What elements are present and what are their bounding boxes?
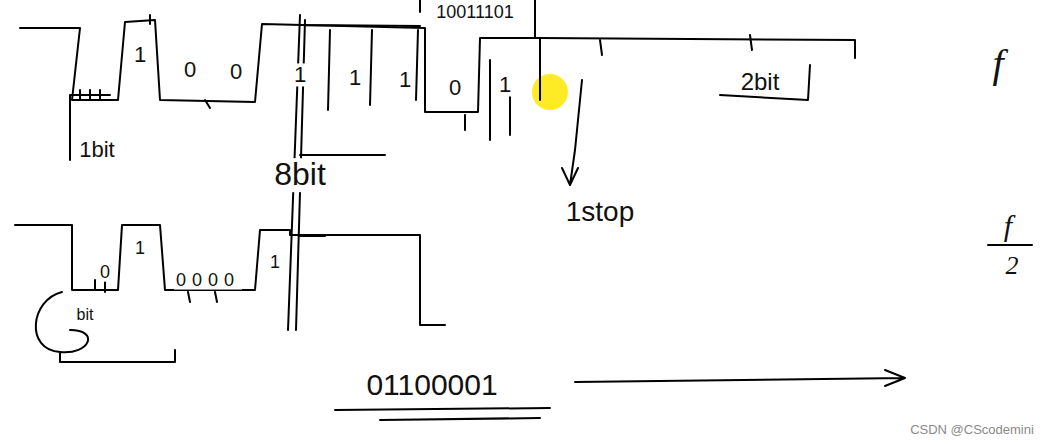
width-label: 1bit (77, 138, 116, 161)
underline (335, 408, 550, 420)
bit-bracket (36, 292, 175, 362)
byte-value: 01100001 (364, 369, 499, 401)
frequency-label: 2 (1004, 252, 1021, 279)
bit-value: 0000 (174, 271, 242, 290)
frequency-label: f (1002, 210, 1014, 242)
bottom-waveform (15, 225, 445, 325)
width-label: bit (75, 307, 96, 324)
stop-arrow (562, 35, 752, 185)
cursor-highlight (532, 74, 568, 110)
top-waveform (20, 20, 855, 112)
eight-bit-overline (300, 154, 385, 156)
bit-value: 0 (447, 76, 463, 99)
byte-value: 10011101 (434, 3, 515, 22)
bit-value: 1 (133, 239, 147, 258)
two-bit-bracket (720, 65, 810, 100)
fraction-bar (988, 244, 1032, 246)
bit-value: 0 (228, 60, 244, 83)
frequency-label: f (990, 43, 1005, 85)
bit-value: 1 (497, 73, 513, 96)
bit-value: 1 (268, 253, 282, 272)
bit-value: 1 (397, 68, 413, 91)
bottom-ticks (95, 236, 325, 302)
bit-value: 0 (182, 58, 198, 81)
bit-value: 1 (132, 43, 148, 66)
bit-value: 1 (292, 63, 308, 86)
bit-dividers (150, 0, 540, 330)
bit-value: 1 (347, 66, 363, 89)
bit-value: 0 (98, 263, 112, 282)
width-label: 2bit (739, 69, 782, 94)
stop-label: 1stop (564, 197, 637, 226)
time-arrow (575, 370, 905, 386)
width-label: 8bit (272, 158, 328, 192)
watermark: CSDN @CScodemini (908, 423, 1036, 437)
